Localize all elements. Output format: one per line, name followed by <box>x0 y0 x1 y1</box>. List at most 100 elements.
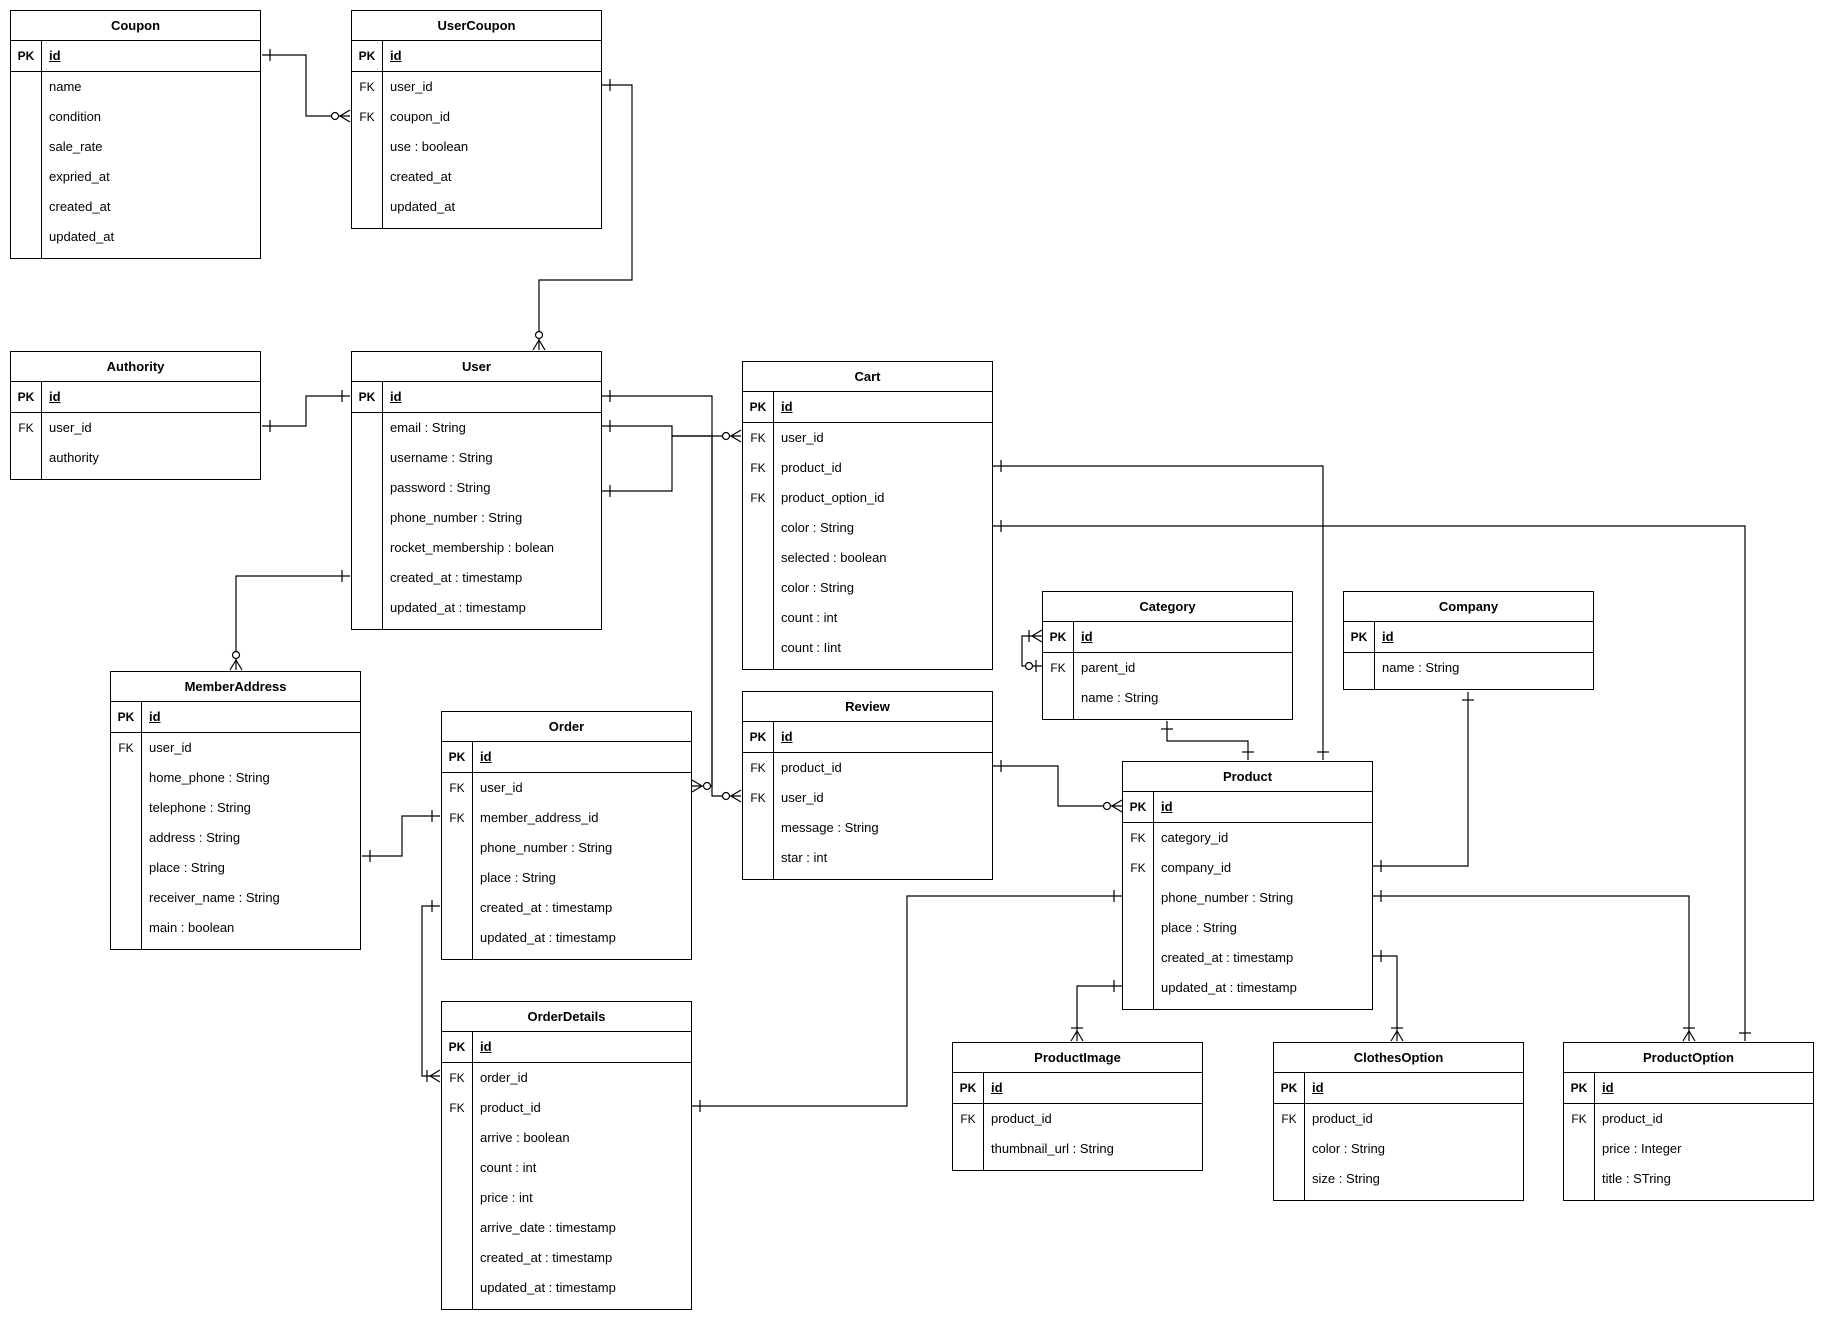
field-row: address : String <box>111 823 360 853</box>
field-name: authority <box>49 450 99 465</box>
field-name: arrive : boolean <box>480 1130 570 1145</box>
field-name: user_id <box>781 430 824 445</box>
field-name: updated_at : timestamp <box>1161 980 1297 995</box>
key-column-divider <box>1304 1072 1305 1200</box>
relationship-product-option-cart <box>993 520 1751 1041</box>
key-column-divider <box>472 741 473 959</box>
field-name: main : boolean <box>149 920 235 935</box>
field-name: telephone : String <box>149 800 251 815</box>
key-marker: FK <box>1050 661 1066 675</box>
relationship-product-clothes-option <box>1373 950 1404 1042</box>
field-name: company_id <box>1161 860 1232 875</box>
key-column-divider <box>1594 1072 1595 1200</box>
field-name: color : String <box>781 520 854 535</box>
field-name: name : String <box>1382 660 1460 675</box>
field-name: product_id <box>1602 1111 1663 1126</box>
field-row: created_at <box>352 162 601 192</box>
field-name: arrive_date : timestamp <box>480 1220 616 1235</box>
field-name: category_id <box>1161 830 1229 845</box>
field-row: star : int <box>743 843 992 873</box>
key-marker: PK <box>1350 630 1368 644</box>
field-name: updated_at : timestamp <box>390 600 526 615</box>
entity-title: MemberAddress <box>111 672 360 702</box>
field-name: id <box>149 709 161 724</box>
key-marker: FK <box>359 110 375 124</box>
entity-title: Cart <box>743 362 992 392</box>
key-marker: PK <box>17 390 35 404</box>
field-row: updated_at <box>352 192 601 222</box>
relationship-category-product <box>1161 721 1254 760</box>
key-marker: FK <box>359 80 375 94</box>
field-name: product_id <box>991 1111 1052 1126</box>
key-column-divider <box>472 1031 473 1309</box>
field-name: id <box>1382 629 1394 644</box>
field-row: updated_at : timestamp <box>1123 973 1372 1003</box>
relationship-product-review <box>993 760 1123 813</box>
key-marker: PK <box>1049 630 1067 644</box>
field-name: member_address_id <box>480 810 599 825</box>
field-name: home_phone : String <box>149 770 270 785</box>
entity-title: Review <box>743 692 992 722</box>
primary-key-row: PK id <box>11 382 260 413</box>
field-row: count : int <box>442 1153 691 1183</box>
field-name: name : String <box>1081 690 1159 705</box>
field-name: order_id <box>480 1070 528 1085</box>
field-row: arrive_date : timestamp <box>442 1213 691 1243</box>
field-row: FK parent_id <box>1043 653 1292 683</box>
field-name: created_at <box>49 199 111 214</box>
field-row: receiver_name : String <box>111 883 360 913</box>
field-name: id <box>480 749 492 764</box>
relationship-authority-user <box>262 390 350 432</box>
key-marker: FK <box>1281 1112 1297 1126</box>
field-row: sale_rate <box>11 132 260 162</box>
field-row: updated_at : timestamp <box>442 923 691 953</box>
field-row: color : String <box>1274 1134 1523 1164</box>
key-column-divider <box>41 40 42 258</box>
field-name: rocket_membership : bolean <box>390 540 555 555</box>
field-name: product_option_id <box>781 490 885 505</box>
field-name: coupon_id <box>390 109 450 124</box>
field-row: selected : boolean <box>743 543 992 573</box>
field-name: place : String <box>1161 920 1237 935</box>
field-name: message : String <box>781 820 879 835</box>
field-row: FK coupon_id <box>352 102 601 132</box>
field-name: id <box>781 729 793 744</box>
field-row: home_phone : String <box>111 763 360 793</box>
entity-title: User <box>352 352 601 382</box>
field-row: authority <box>11 443 260 473</box>
field-row: rocket_membership : bolean <box>352 533 601 563</box>
field-name: id <box>480 1039 492 1054</box>
field-name: username : String <box>390 450 493 465</box>
key-column-divider <box>1153 791 1154 1009</box>
field-name: place : String <box>480 870 556 885</box>
field-row: created_at : timestamp <box>442 893 691 923</box>
key-column-divider <box>141 701 142 949</box>
field-name: id <box>49 389 61 404</box>
field-name: name <box>49 79 82 94</box>
field-name: email : String <box>390 420 466 435</box>
key-marker: FK <box>118 741 134 755</box>
field-row: title : STring <box>1564 1164 1813 1194</box>
key-column-divider <box>1374 621 1375 689</box>
field-name: id <box>1602 1080 1614 1095</box>
field-name: phone_number : String <box>480 840 613 855</box>
field-row: name : String <box>1043 683 1292 713</box>
key-marker: FK <box>449 1071 465 1085</box>
field-name: receiver_name : String <box>149 890 280 905</box>
key-marker: PK <box>17 49 35 63</box>
entity-title: Company <box>1344 592 1593 622</box>
field-name: parent_id <box>1081 660 1136 675</box>
field-row: price : Integer <box>1564 1134 1813 1164</box>
